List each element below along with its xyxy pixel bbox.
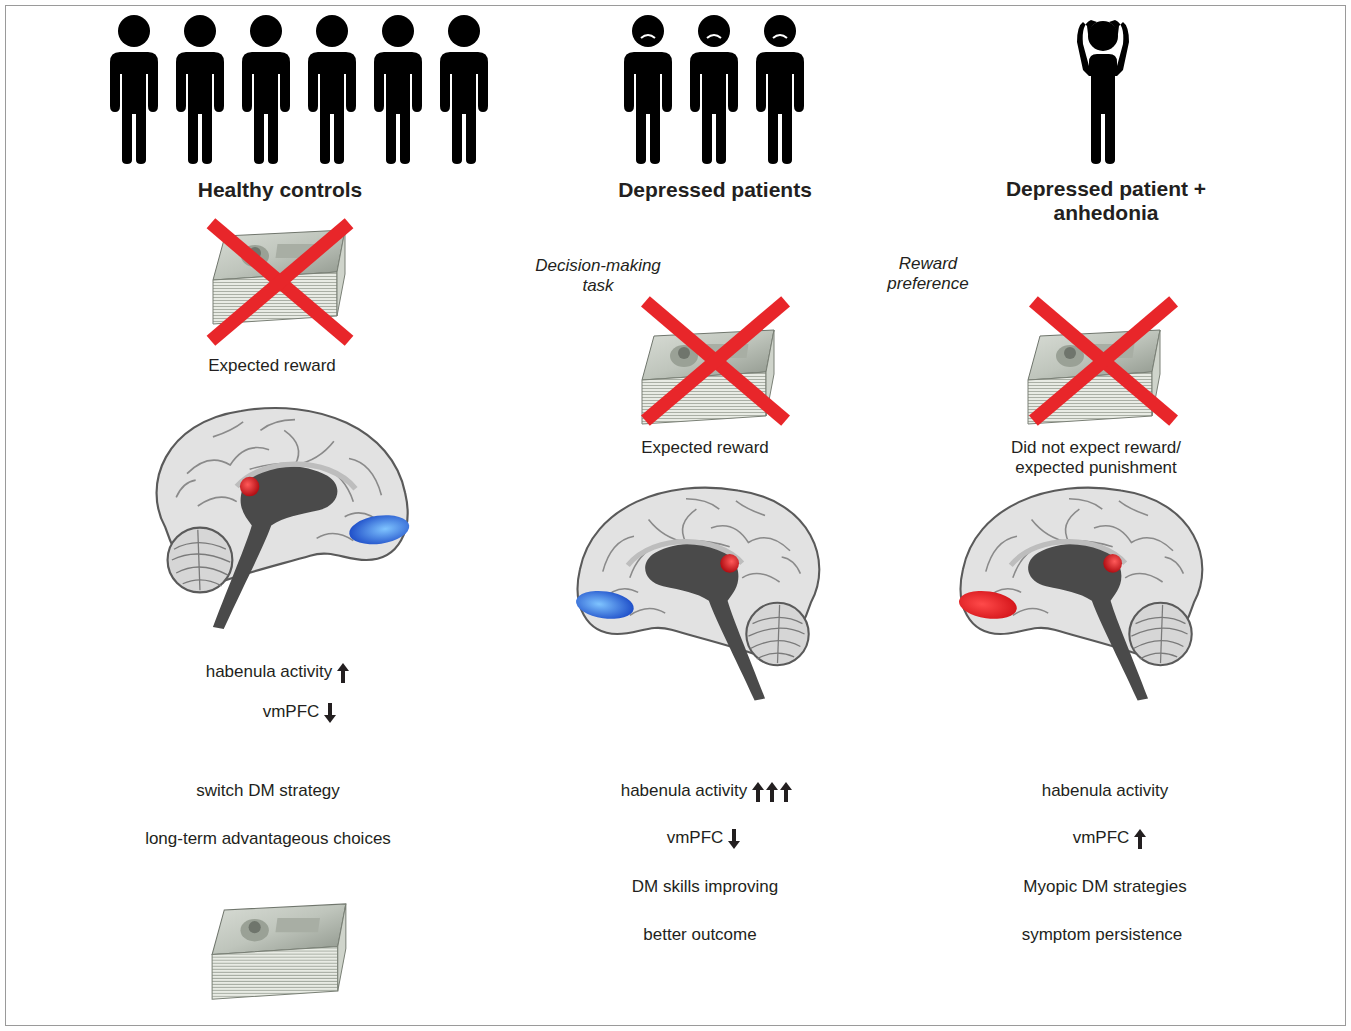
change-arrow (1133, 828, 1147, 850)
change-arrow (751, 781, 793, 803)
task-note-text: Reward preference (887, 254, 968, 293)
activity-label: vmPFC (604, 828, 804, 850)
outcome-label: long-term advantageous choices (108, 829, 428, 849)
activity-label-text: vmPFC (667, 828, 724, 847)
reward-label: Expected reward (147, 356, 397, 376)
reward-label-text: Expected reward (208, 356, 336, 375)
group-title-text: Healthy controls (198, 178, 363, 201)
outcome-label-text: switch DM strategy (196, 781, 340, 800)
reward-label: Did not expect reward/ expected punishme… (981, 438, 1211, 477)
activity-label-text: vmPFC (1073, 828, 1130, 847)
group-title-text: Depressed patient + anhedonia (1006, 177, 1206, 224)
task-note-text: Decision-making task (535, 256, 661, 295)
task-note: Reward preference (878, 254, 978, 293)
outcome-label-text: Myopic DM strategies (1023, 877, 1186, 896)
outcome-label-text: better outcome (643, 925, 756, 944)
outcome-label-text: long-term advantageous choices (145, 829, 391, 848)
activity-label-text: habenula activity (206, 662, 333, 681)
change-arrow (336, 662, 350, 684)
change-arrow (727, 828, 741, 850)
outcome-label-text: DM skills improving (632, 877, 778, 896)
group-title: Healthy controls (130, 178, 430, 202)
activity-label: habenula activity (148, 662, 408, 684)
outcome-label: switch DM strategy (118, 781, 418, 801)
activity-label: habenula activity (557, 781, 857, 803)
brain-depressed (574, 488, 819, 701)
reward-label-text: Expected reward (641, 438, 769, 457)
outcome-label-text: symptom persistence (1022, 925, 1183, 944)
task-note: Decision-making task (523, 256, 673, 295)
group-title: Depressed patients (565, 178, 865, 202)
people-icons (110, 15, 1129, 164)
reward-label: Expected reward (580, 438, 830, 458)
activity-label-text: vmPFC (263, 702, 320, 721)
reward-label-text: Did not expect reward/ expected punishme… (1011, 438, 1181, 477)
outcome-label: symptom persistence (952, 925, 1252, 945)
group-title-text: Depressed patients (618, 178, 812, 201)
activity-label: vmPFC (200, 702, 400, 724)
group-title: Depressed patient + anhedonia (986, 177, 1226, 225)
outcome-label: Myopic DM strategies (955, 877, 1255, 897)
change-arrow (323, 702, 337, 724)
brain-anhedonia (957, 488, 1202, 701)
activity-label: vmPFC (1010, 828, 1210, 850)
outcome-label: DM skills improving (555, 877, 855, 897)
brain-healthy (157, 408, 412, 629)
activity-label: habenula activity (975, 781, 1235, 801)
activity-label-text: habenula activity (621, 781, 748, 800)
outcome-label: better outcome (550, 925, 850, 945)
activity-label-text: habenula activity (1042, 781, 1169, 800)
